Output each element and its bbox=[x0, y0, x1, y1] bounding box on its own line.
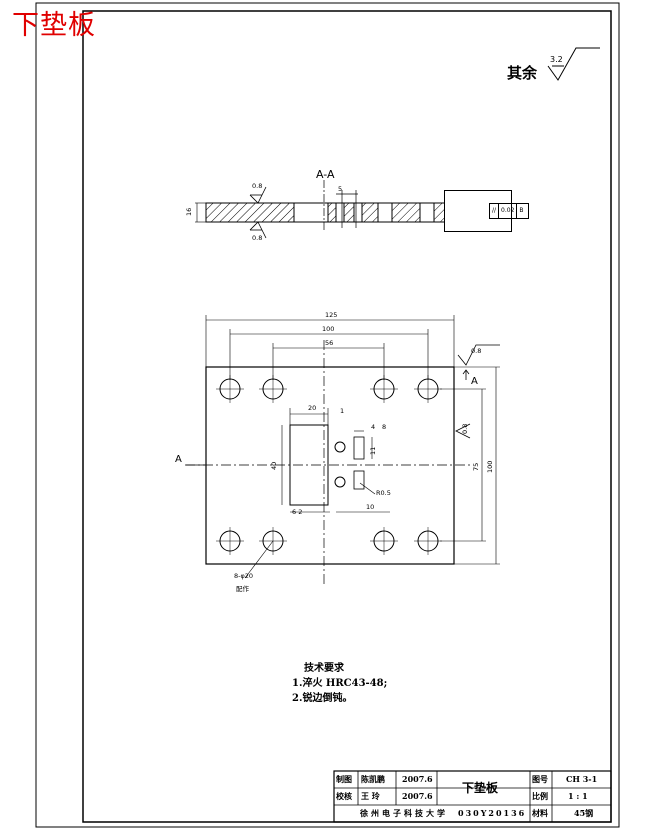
dim-pocket-height: 40 bbox=[270, 461, 278, 470]
section-thickness-dim: 16 bbox=[185, 207, 193, 216]
small-hole-1 bbox=[334, 441, 346, 453]
slot-2 bbox=[353, 470, 365, 490]
section-mark-right: A bbox=[471, 376, 478, 387]
parallelism-icon: // bbox=[490, 204, 500, 218]
tolerance-box: // 0.02 B bbox=[444, 190, 529, 232]
tb-drawn-name: 陈凯鹏 bbox=[361, 774, 385, 784]
tb-scale-label: 比例 bbox=[532, 791, 548, 801]
dim-bottom-mid: 10 bbox=[366, 503, 375, 511]
dim-pocket-offset: 20 bbox=[308, 404, 317, 412]
other-roughness-label: 其余 bbox=[507, 64, 538, 82]
dim-bottom-left: 6 2 bbox=[292, 508, 303, 516]
tb-drawing-no: CH 3-1 bbox=[566, 774, 598, 784]
dim-small-b: 8 bbox=[382, 423, 387, 431]
other-roughness-value: 3.2 bbox=[550, 55, 563, 64]
red-title: 下垫板 bbox=[12, 10, 96, 41]
outer-border bbox=[35, 2, 620, 828]
dim-height-holes: 75 bbox=[472, 462, 480, 471]
tb-check-label: 校核 bbox=[336, 791, 352, 801]
tb-check-name: 王 玲 bbox=[361, 791, 380, 801]
tolerance-datum: B bbox=[519, 207, 524, 214]
tolerance-frame: // 0.02 B bbox=[489, 203, 529, 219]
dim-height-total: 100 bbox=[486, 460, 494, 473]
tb-drawing-no-label: 图号 bbox=[532, 774, 548, 784]
tech-requirements: 技术要求 1.淬火 HRC43-48; 2.锐边倒钝。 bbox=[292, 661, 387, 706]
section-slot-dim: 5 bbox=[338, 185, 343, 193]
tb-scale: 1 : 1 bbox=[568, 791, 588, 801]
dim-small-h: 11 bbox=[369, 446, 377, 455]
hatch-1 bbox=[205, 202, 295, 223]
dim-overall-width: 125 bbox=[325, 311, 338, 319]
plan-view bbox=[185, 315, 500, 585]
tolerance-value: 0.02 bbox=[499, 204, 518, 218]
hatch-2 bbox=[327, 202, 337, 223]
tb-drawn-label: 制图 bbox=[336, 774, 352, 784]
dim-hole-span-inner: 56 bbox=[325, 339, 334, 347]
hatch-3 bbox=[343, 202, 355, 223]
slot-1 bbox=[353, 436, 365, 460]
section-roughness-bottom: 0.8 bbox=[252, 234, 263, 242]
small-hole-2 bbox=[334, 476, 346, 488]
tb-material: 45钢 bbox=[574, 808, 594, 818]
tb-school: 徐州电子科技大学 bbox=[360, 808, 448, 818]
dim-pocket-gap: 1 bbox=[340, 407, 345, 415]
tech-heading: 技术要求 bbox=[304, 663, 344, 674]
hole-callout-qty: 8-φ20 bbox=[234, 572, 254, 580]
hatch-4 bbox=[361, 202, 379, 223]
dim-hole-span-outer: 100 bbox=[322, 325, 335, 333]
tech-item-1: 1.淬火 HRC43-48; bbox=[292, 678, 388, 689]
tb-part-name: 下垫板 bbox=[462, 781, 499, 795]
tb-student-id: 030Y20136 bbox=[458, 808, 527, 818]
pocket bbox=[289, 424, 329, 506]
section-mark-left: A bbox=[175, 454, 182, 465]
tech-item-2: 2.锐边倒钝。 bbox=[292, 693, 353, 704]
plan-roughness-top: 0.8 bbox=[471, 347, 482, 355]
dim-radius: R0.5 bbox=[376, 489, 391, 497]
hole-callout-note: 配作 bbox=[236, 585, 249, 593]
plate-outline bbox=[205, 366, 455, 565]
tb-check-date: 2007.6 bbox=[402, 791, 433, 801]
section-view bbox=[195, 180, 455, 239]
dim-small-w: 4 bbox=[371, 423, 376, 431]
title-block bbox=[333, 770, 612, 823]
plan-roughness-side: 0.8 bbox=[461, 423, 469, 434]
hatch-5 bbox=[391, 202, 421, 223]
section-title: A-A bbox=[316, 168, 335, 181]
tb-material-label: 材料 bbox=[532, 808, 548, 818]
section-roughness-top: 0.8 bbox=[252, 182, 263, 190]
tb-drawn-date: 2007.6 bbox=[402, 774, 433, 784]
roughness-symbol bbox=[547, 47, 600, 81]
